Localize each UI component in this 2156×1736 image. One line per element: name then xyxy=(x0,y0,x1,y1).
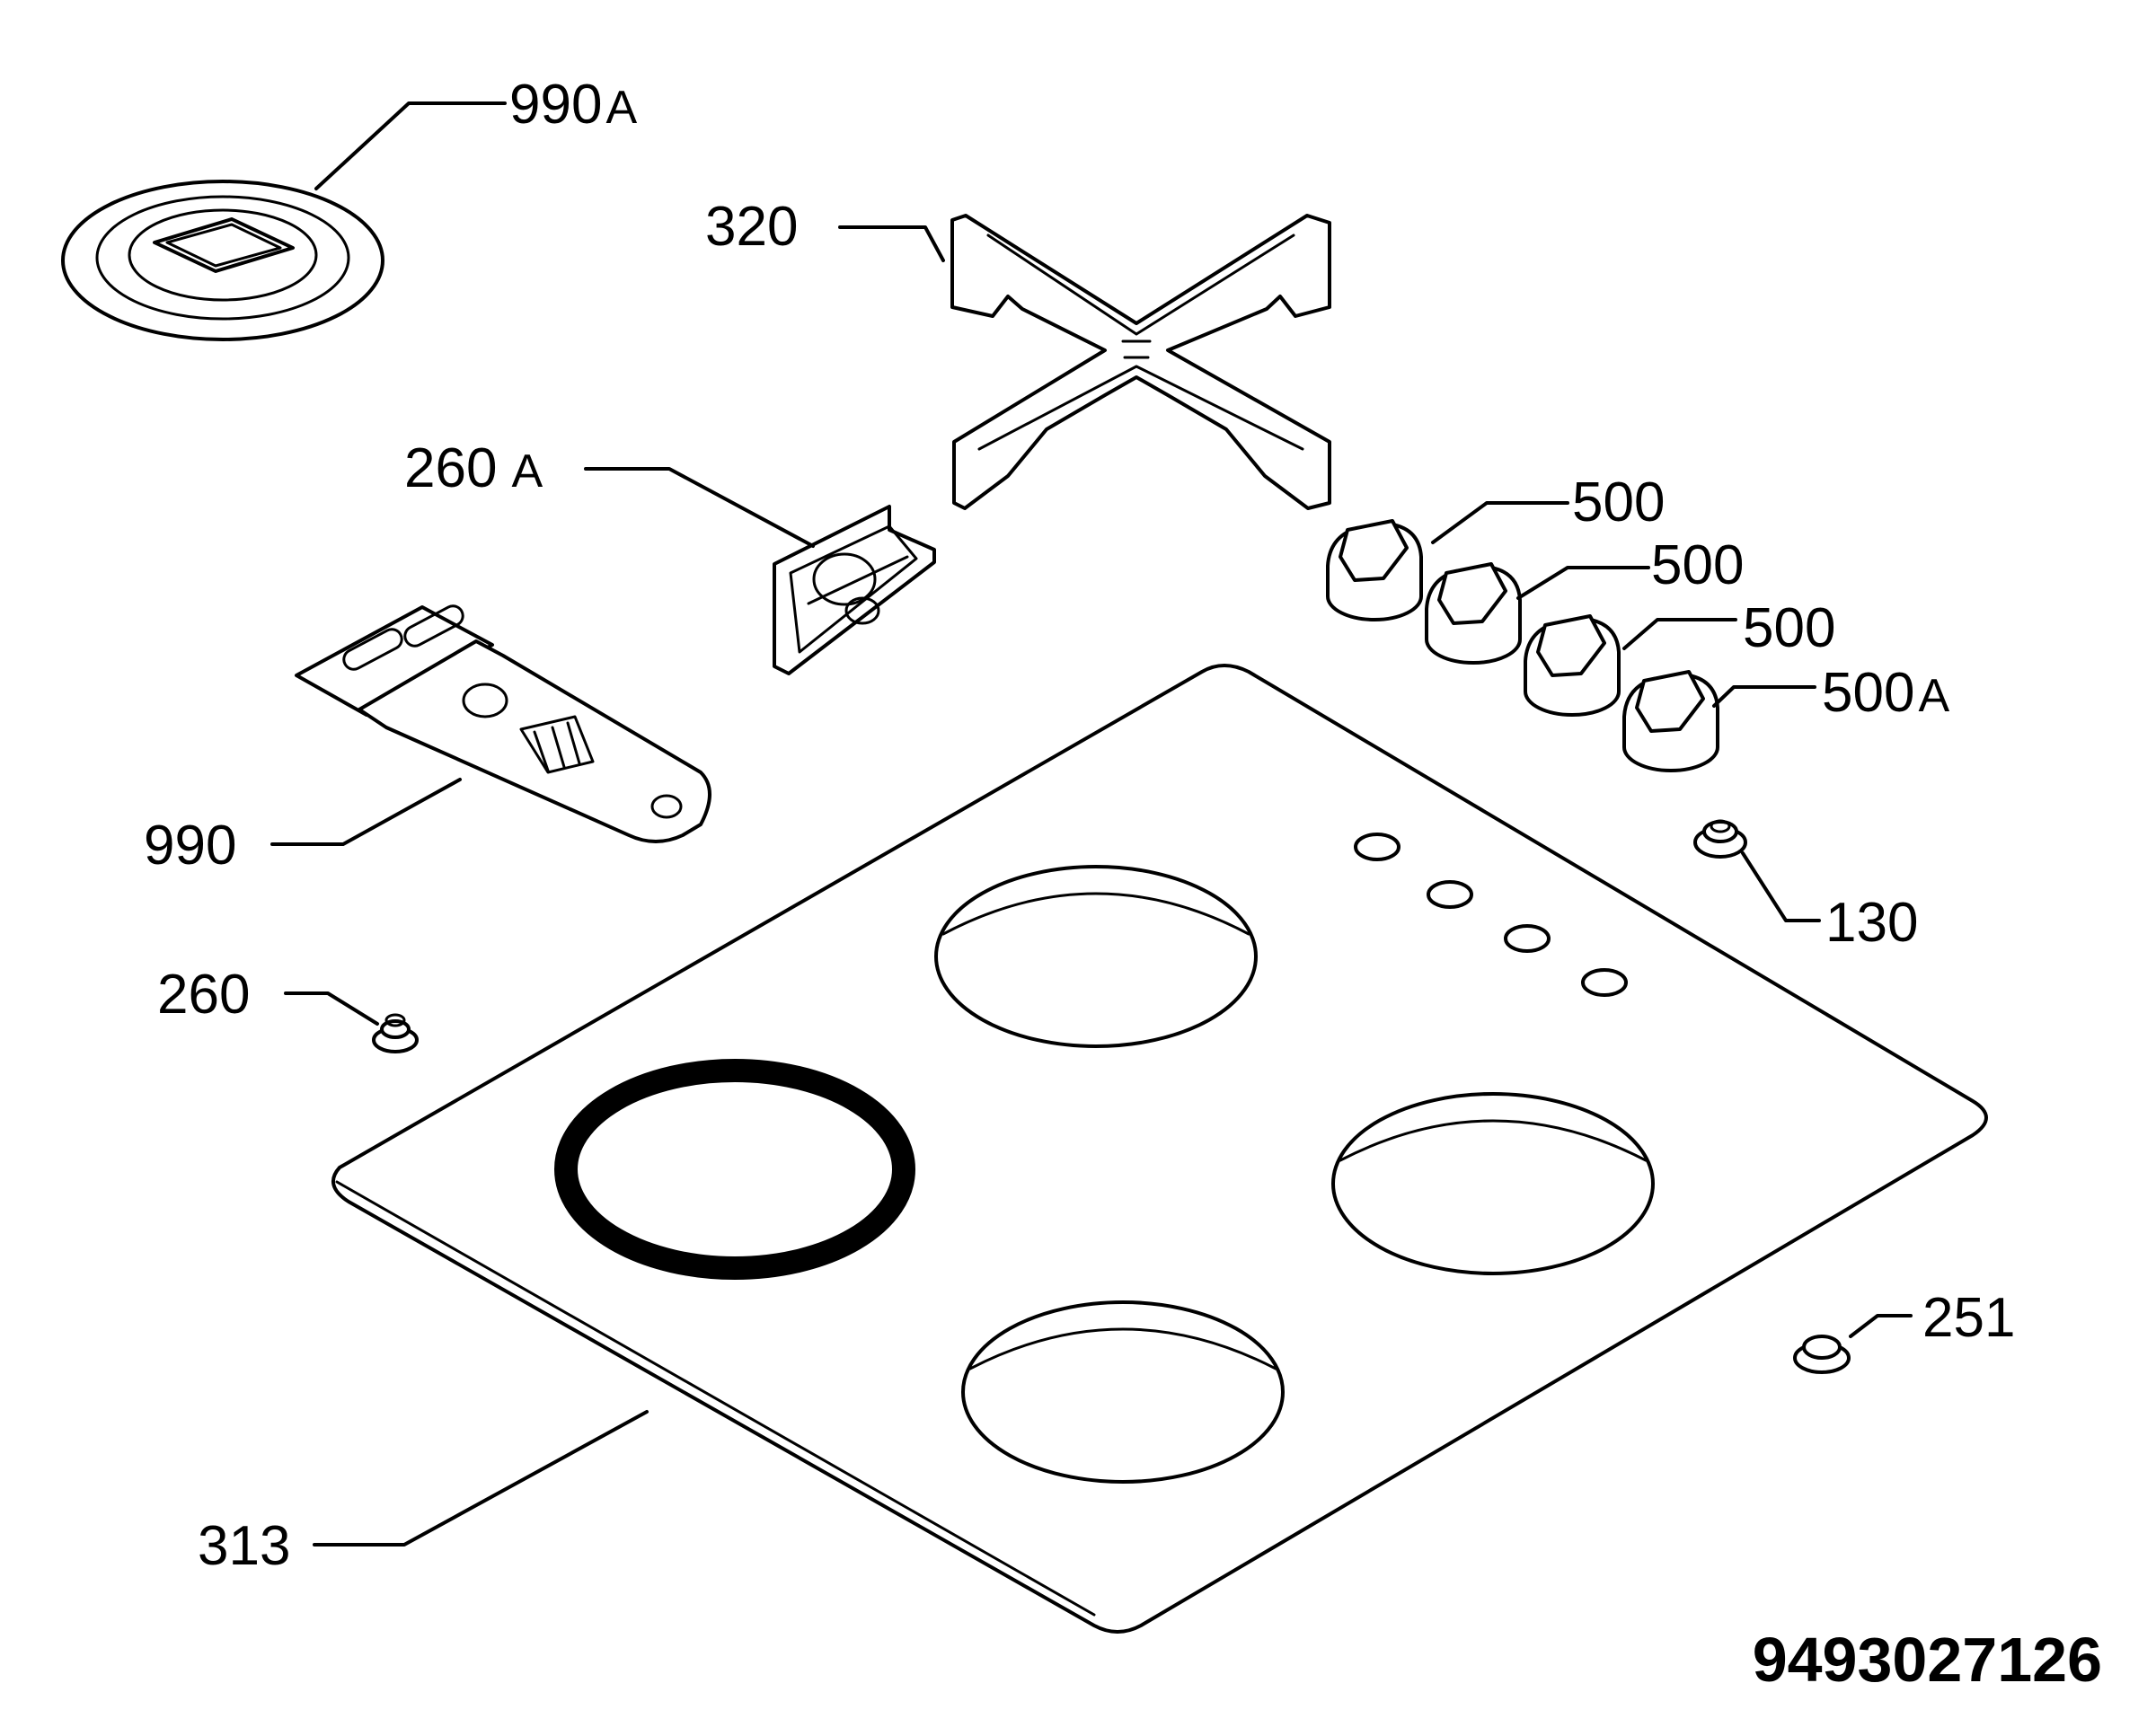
label-130: 130 xyxy=(1825,892,1918,954)
part-990a-cap-disc xyxy=(61,180,384,341)
label-500a: 500A xyxy=(1822,662,1949,724)
part-500-knob-3 xyxy=(1524,614,1621,717)
part-320-pan-support xyxy=(950,214,1331,510)
label-500-2: 500 xyxy=(1651,534,1744,596)
label-320: 320 xyxy=(705,196,798,258)
label-500-3: 500 xyxy=(1743,597,1835,659)
part-130-fitting xyxy=(1693,819,1747,859)
leader-lines xyxy=(270,101,1913,1547)
part-260-fitting xyxy=(372,1013,419,1053)
part-500-knob-2 xyxy=(1425,562,1522,665)
part-251-fitting xyxy=(1793,1335,1851,1374)
label-260: 260 xyxy=(157,964,250,1026)
label-500-1: 500 xyxy=(1572,471,1665,533)
label-990: 990 xyxy=(144,815,236,877)
drawing-number: 9493027126 xyxy=(1753,1625,2102,1695)
part-313-hob-plate xyxy=(331,664,1988,1634)
part-500-knob-1 xyxy=(1326,519,1423,621)
label-251: 251 xyxy=(1922,1287,2015,1349)
label-990a: 990A xyxy=(509,74,637,136)
part-990-tool xyxy=(295,604,711,843)
part-500a-knob xyxy=(1622,670,1719,772)
part-260a-clip xyxy=(773,505,936,675)
label-313: 313 xyxy=(198,1515,290,1577)
